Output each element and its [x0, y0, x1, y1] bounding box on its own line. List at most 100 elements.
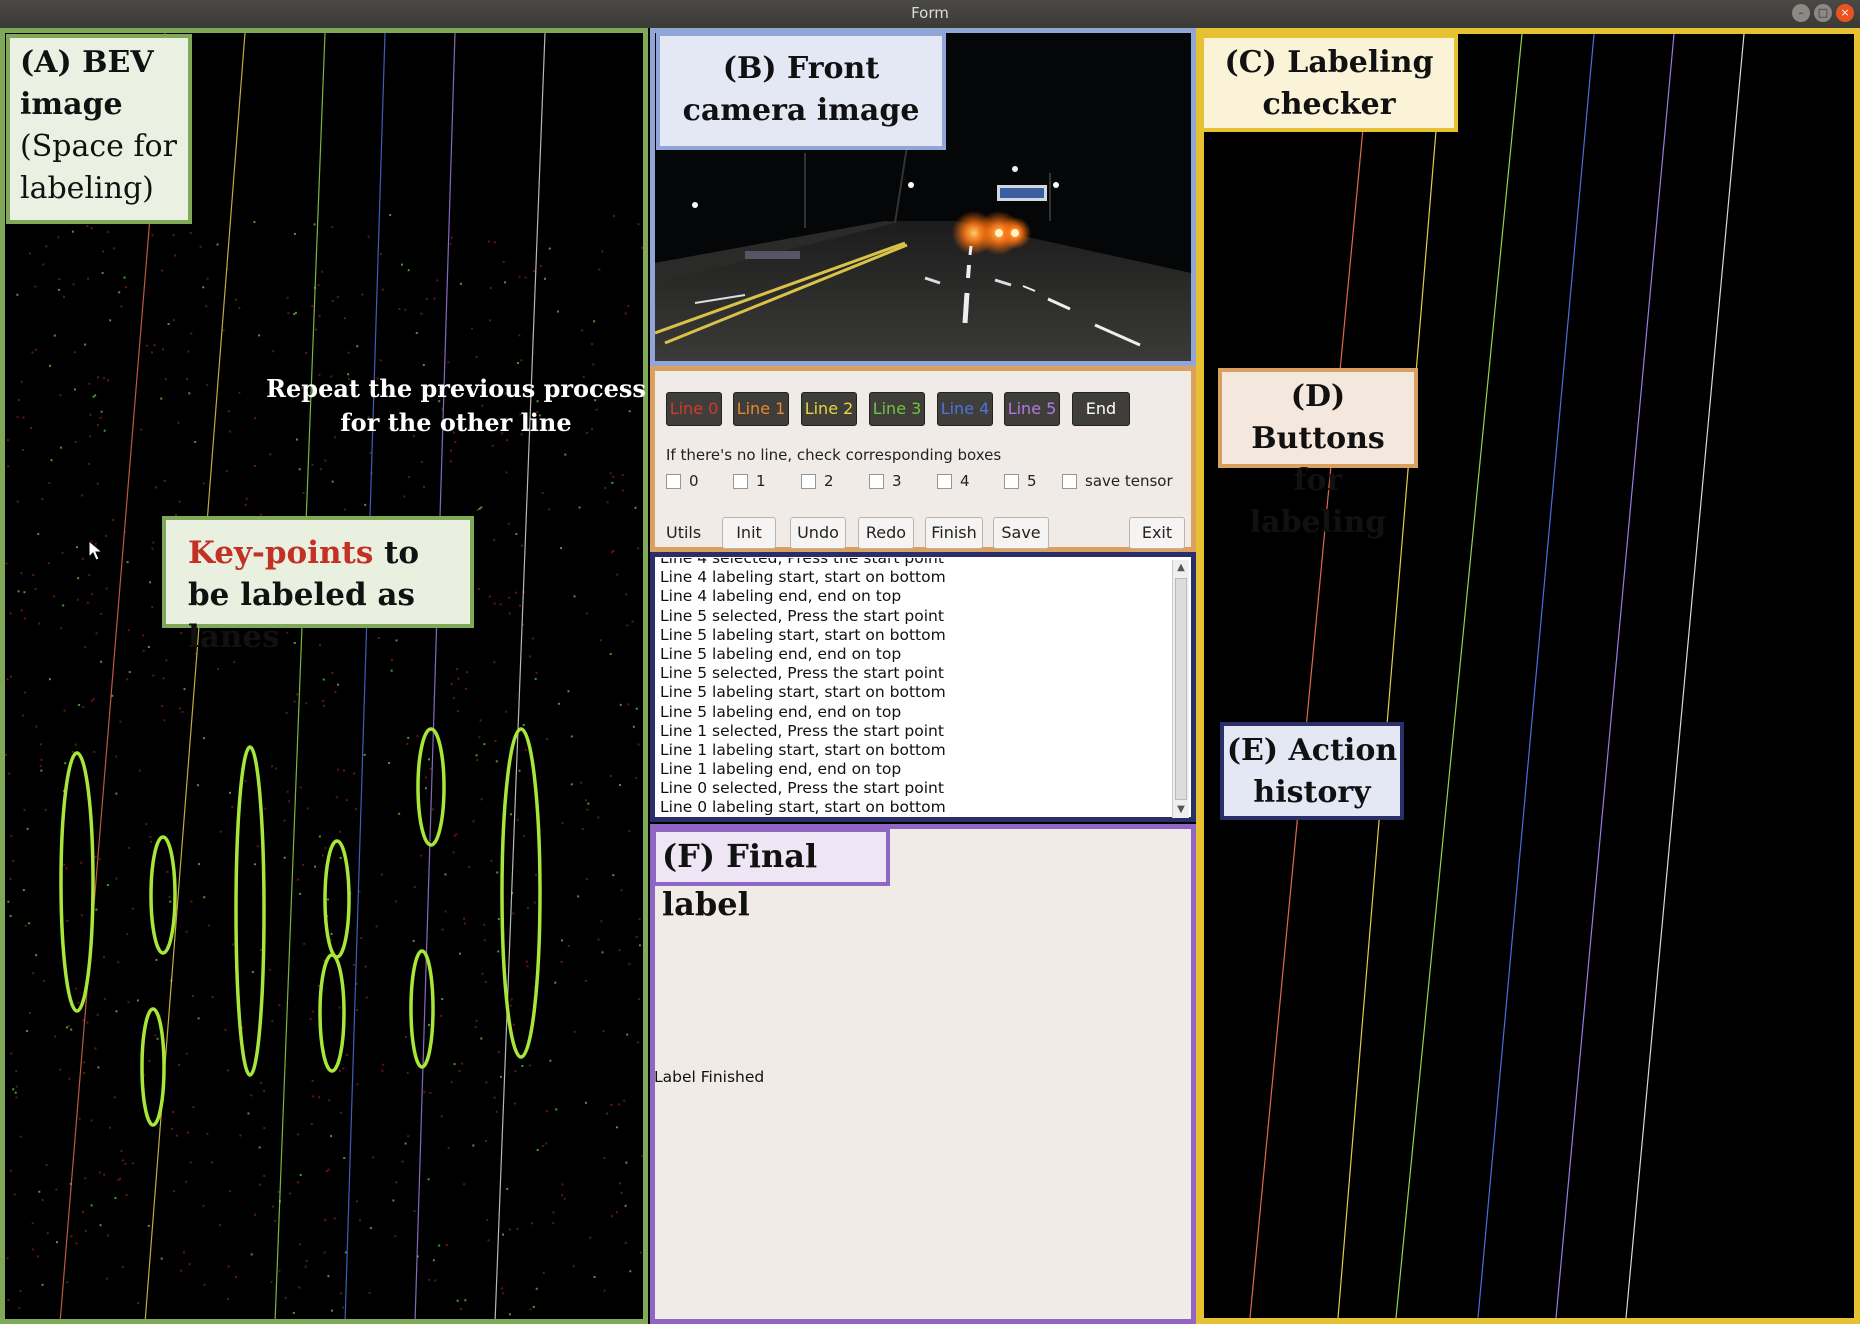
- bev-image-canvas[interactable]: [0, 28, 648, 1324]
- keypoint-ellipse: [234, 745, 266, 1077]
- line-5-label: Line 5: [1007, 399, 1057, 418]
- bev-lane-line: [274, 33, 326, 1319]
- line-5-button[interactable]: Line 5: [1004, 392, 1060, 426]
- checkbox-box[interactable]: [869, 473, 884, 489]
- checker-lane-line: [1249, 34, 1373, 1318]
- checkbox-label: 2: [824, 472, 834, 490]
- finish-button[interactable]: Finish: [925, 517, 983, 549]
- annotation-front-camera: (B) Front camera image: [656, 32, 946, 150]
- bev-lane-line: [344, 33, 386, 1319]
- keypoint-ellipse: [409, 949, 435, 1069]
- checker-lane-line: [1555, 34, 1675, 1318]
- action-history-list[interactable]: Line 4 selected, Press the start point L…: [656, 558, 1172, 816]
- line-3-label: Line 3: [872, 399, 922, 418]
- line-4-label: Line 4: [940, 399, 990, 418]
- checkbox-label: 3: [892, 472, 902, 490]
- title-bar: Form – □ ×: [0, 0, 1860, 28]
- checker-lane-line: [1625, 34, 1745, 1318]
- keypoints-caption: to be labeled as lanes: [188, 535, 420, 655]
- keypoint-ellipse: [140, 1007, 166, 1127]
- checkbox-box[interactable]: [801, 473, 816, 489]
- checkbox-label: 0: [689, 472, 699, 490]
- checker-lane-line: [1395, 34, 1523, 1318]
- final-label-panel: [650, 824, 1196, 1324]
- checkbox-box[interactable]: [1004, 473, 1019, 489]
- utils-label: Utils: [666, 523, 702, 542]
- undo-button[interactable]: Undo: [790, 517, 846, 549]
- history-entry: Line 5 selected, Press the start point: [660, 606, 944, 625]
- checkbox-label: 1: [756, 472, 766, 490]
- keypoint-ellipse: [318, 953, 346, 1073]
- minimize-button[interactable]: –: [1792, 4, 1810, 22]
- final-label-status: Label Finished: [654, 1068, 765, 1086]
- line-4-button[interactable]: Line 4: [937, 392, 993, 426]
- action-history-panel: [650, 552, 1196, 822]
- maximize-button[interactable]: □: [1814, 4, 1832, 22]
- annotation-bev-title: (A) BEV image: [20, 45, 154, 122]
- line-3-button[interactable]: Line 3: [869, 392, 925, 426]
- keypoint-ellipse: [500, 727, 542, 1059]
- checkbox-line-5[interactable]: 5: [1004, 472, 1037, 490]
- annotation-labeling-checker: (C) Labeling checker: [1200, 34, 1458, 132]
- end-button[interactable]: End: [1072, 392, 1130, 426]
- history-entry: Line 4 labeling end, end on top: [660, 587, 902, 606]
- annotation-bev-image: (A) BEV image (Space for labeling): [6, 34, 192, 224]
- redo-button[interactable]: Redo: [858, 517, 914, 549]
- line-1-button[interactable]: Line 1: [733, 392, 789, 426]
- annotation-labeling-buttons: (D) Buttons for labeling: [1218, 368, 1418, 540]
- bev-lane-line: [59, 33, 166, 1319]
- scroll-up-arrow-icon[interactable]: ▲: [1177, 562, 1185, 573]
- init-button[interactable]: Init: [722, 517, 776, 549]
- keypoint-ellipse: [416, 727, 446, 847]
- checker-lane-line: [1337, 34, 1445, 1318]
- history-entry: Line 4 labeling start, start on bottom: [660, 568, 946, 587]
- history-entry: Line 5 selected, Press the start point: [660, 664, 944, 683]
- checkbox-box[interactable]: [1062, 473, 1077, 489]
- checkbox-label: 5: [1027, 472, 1037, 490]
- line-1-label: Line 1: [736, 399, 786, 418]
- history-entry: Line 0 selected, Press the start point: [660, 779, 944, 798]
- keypoints-highlight: Key-points: [188, 535, 374, 571]
- line-0-label: Line 0: [669, 399, 719, 418]
- annotation-repeat-process: Repeat the previous process for the othe…: [266, 374, 646, 437]
- history-entry: Line 1 selected, Press the start point: [660, 721, 944, 740]
- checkbox-line-3[interactable]: 3: [869, 472, 902, 490]
- checkbox-box[interactable]: [733, 473, 748, 489]
- checker-lanes: [1249, 34, 1745, 1318]
- checkbox-line-2[interactable]: 2: [801, 472, 834, 490]
- line-2-button[interactable]: Line 2: [801, 392, 857, 426]
- history-scrollbar[interactable]: ▲ ▼: [1172, 560, 1189, 818]
- checkbox-line-4[interactable]: 4: [937, 472, 970, 490]
- window-controls: – □ ×: [1792, 4, 1854, 22]
- no-line-hint: If there's no line, check corresponding …: [666, 446, 1002, 464]
- annotation-keypoints: Key-points to be labeled as lanes: [162, 516, 474, 655]
- history-entry: Line 5 labeling start, start on bottom: [660, 683, 946, 702]
- line-2-label: Line 2: [804, 399, 854, 418]
- history-entry: Line 4 selected, Press the start point: [660, 558, 944, 567]
- history-entry: Line 1 labeling end, end on top: [660, 760, 902, 779]
- checkbox-box[interactable]: [937, 473, 952, 489]
- mouse-cursor-icon: [88, 540, 104, 561]
- window-title: Form: [911, 4, 949, 22]
- keypoint-ellipse: [59, 751, 95, 1013]
- save-button[interactable]: Save: [993, 517, 1049, 549]
- checkbox-line-0[interactable]: 0: [666, 472, 699, 490]
- checkbox-save-tensor[interactable]: save tensor: [1062, 472, 1173, 490]
- bev-lane-line: [494, 33, 546, 1319]
- checkbox-box[interactable]: [666, 473, 681, 489]
- history-entry: Line 5 labeling end, end on top: [660, 702, 902, 721]
- checker-lane-line: [1477, 34, 1595, 1318]
- close-button[interactable]: ×: [1836, 4, 1854, 22]
- exit-button[interactable]: Exit: [1129, 517, 1185, 549]
- end-label: End: [1085, 399, 1117, 418]
- bev-lane-line: [144, 33, 246, 1319]
- checkbox-label: save tensor: [1085, 472, 1173, 490]
- history-entry: Line 5 labeling end, end on top: [660, 644, 902, 663]
- scroll-down-arrow-icon[interactable]: ▼: [1177, 804, 1185, 815]
- scrollbar-thumb[interactable]: [1175, 578, 1187, 800]
- history-entry: Line 0 labeling start, start on bottom: [660, 798, 946, 816]
- annotation-action-history: (E) Action history: [1220, 722, 1404, 820]
- history-entry: Line 5 labeling start, start on bottom: [660, 625, 946, 644]
- line-0-button[interactable]: Line 0: [666, 392, 722, 426]
- checkbox-line-1[interactable]: 1: [733, 472, 766, 490]
